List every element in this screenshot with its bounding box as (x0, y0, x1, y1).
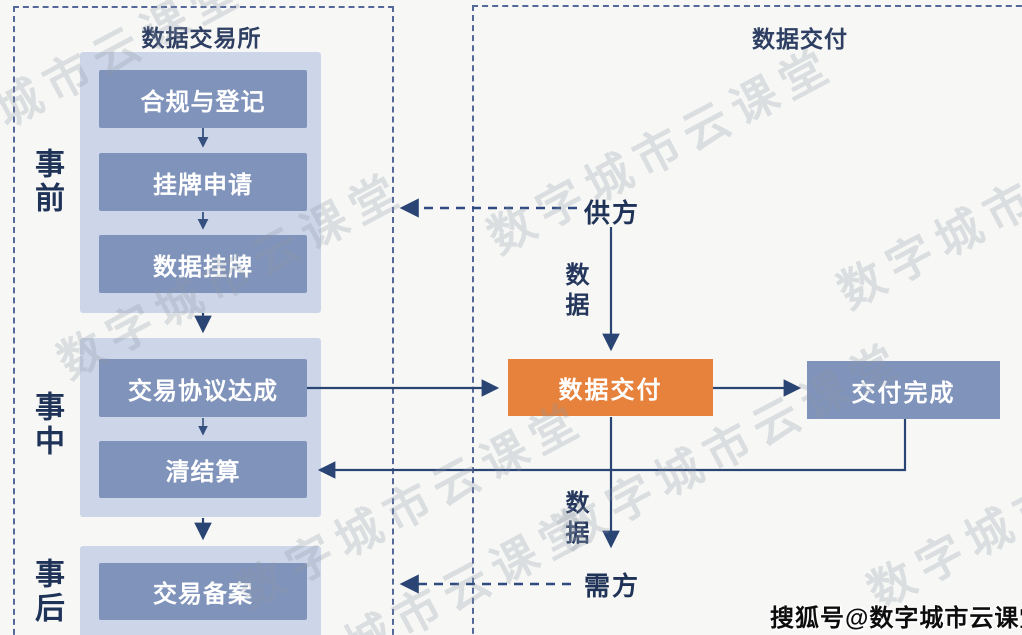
actor-demander: 需方 (583, 571, 640, 601)
step-transaction-filing: 交易备案 (99, 563, 307, 620)
delivery-region-title: 数据交付 (752, 26, 848, 52)
step-clearing-settlement: 清结算 (99, 441, 307, 498)
node-delivery-complete: 交付完成 (807, 361, 1000, 419)
phase-label-pre: 事前 (30, 148, 63, 216)
step-data-listing: 数据挂牌 (99, 235, 307, 293)
step-listing-application: 挂牌申请 (99, 153, 307, 211)
node-data-delivery: 数据交付 (508, 359, 713, 416)
edge-label-data-top: 数据 (561, 262, 588, 322)
sohu-credit: 搜狐号@数字城市云课堂 (770, 605, 1022, 632)
exchange-region-border (13, 6, 394, 635)
delivery-region-border (472, 5, 1022, 635)
edge-label-data-bottom: 数据 (561, 490, 588, 550)
step-agreement-reached: 交易协议达成 (99, 359, 307, 417)
phase-label-mid: 事中 (30, 391, 63, 459)
actor-supplier: 供方 (583, 198, 640, 228)
step-compliance-registration: 合规与登记 (99, 70, 307, 128)
exchange-region-title: 数据交易所 (141, 25, 262, 51)
phase-label-post: 事后 (30, 558, 63, 626)
